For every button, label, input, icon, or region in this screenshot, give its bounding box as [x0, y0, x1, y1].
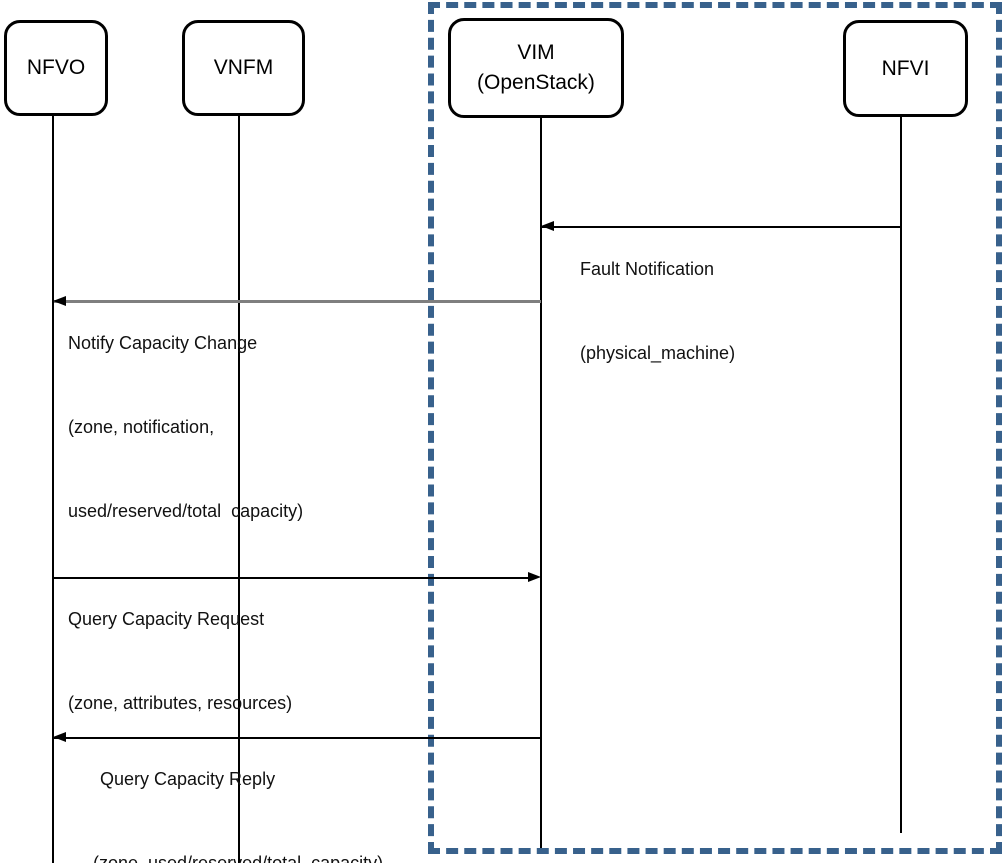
actor-vnfm-label: VNFM [213, 56, 274, 79]
query-capacity-request-params: (zone, attributes, resources) [68, 693, 293, 713]
query-capacity-reply-params: (zone, used/reserved/total capacity) [93, 853, 384, 863]
query-capacity-request-arrow-line [53, 577, 529, 579]
fault-notification-params: (physical_machine) [580, 343, 736, 363]
vim-nfvi-scope-dashed-border [428, 2, 1002, 854]
notify-capacity-change-params-line2: used/reserved/total capacity) [68, 501, 304, 521]
notify-capacity-change-title: Notify Capacity Change [68, 333, 258, 353]
query-capacity-reply-arrow-line [54, 737, 541, 739]
lifeline-vnfm [238, 115, 240, 863]
notify-capacity-change-label: Notify Capacity Change (zone, notificati… [68, 273, 303, 581]
actor-vim-label-line2: (OpenStack) [477, 71, 595, 94]
arrowhead-left-icon [53, 732, 66, 742]
actor-nfvi-label: NFVI [881, 56, 930, 80]
actor-vnfm: VNFM [182, 20, 305, 116]
query-capacity-request-title: Query Capacity Request [68, 609, 265, 629]
fault-notification-label: Fault Notification (physical_machine) [580, 199, 735, 423]
actor-nfvo: NFVO [4, 20, 108, 116]
lifeline-nfvo [52, 115, 54, 863]
actor-vim-label-line1: VIM [517, 41, 555, 64]
query-capacity-request-label: Query Capacity Request (zone, attributes… [68, 549, 292, 773]
actor-nfvo-label: NFVO [26, 56, 86, 79]
actor-nfvi: NFVI [843, 20, 968, 117]
query-capacity-reply-label: Query Capacity Reply (zone, used/reserve… [93, 709, 383, 863]
arrowhead-left-icon [53, 296, 66, 306]
lifeline-vim [540, 117, 542, 848]
notify-capacity-change-params-line1: (zone, notification, [68, 417, 215, 437]
fault-notification-title: Fault Notification [580, 259, 715, 279]
fault-notification-arrow-line [541, 226, 900, 228]
notify-capacity-change-arrow-line [54, 300, 541, 303]
actor-vim: VIM (OpenStack) [448, 18, 624, 118]
query-capacity-reply-title: Query Capacity Reply [100, 769, 276, 789]
lifeline-nfvi [900, 117, 902, 833]
arrowhead-right-icon [528, 572, 541, 582]
arrowhead-left-icon [541, 221, 554, 231]
